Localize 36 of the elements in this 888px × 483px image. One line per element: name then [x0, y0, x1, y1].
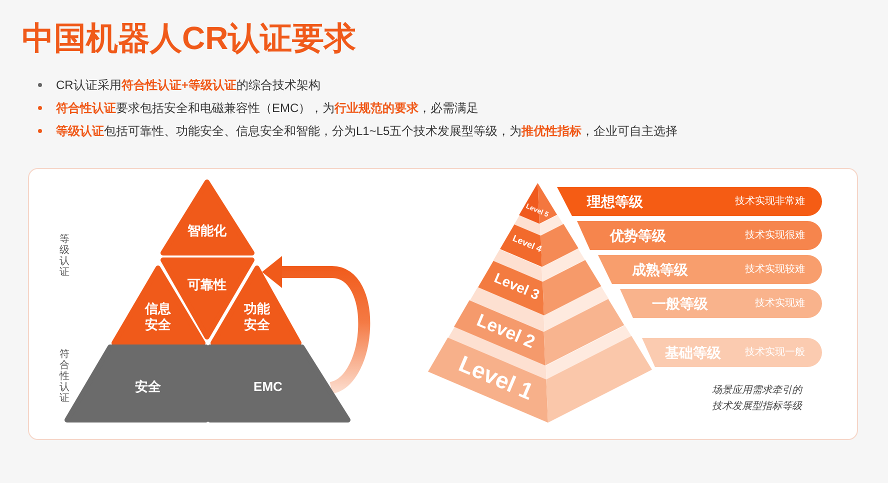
segment-label: 功能安全: [242, 300, 271, 334]
segment-label: EMC: [254, 378, 282, 396]
level-banner: [598, 255, 822, 284]
level-banner: [557, 187, 822, 216]
layer-label: Level 1: [455, 352, 536, 404]
pyramid-triangle: [160, 179, 255, 256]
segment-label: 智能化: [188, 222, 226, 240]
segment-label: 信息安全: [144, 300, 172, 334]
level-description: 技术实现较难: [745, 263, 805, 276]
bullet-text: 符合性认证要求包括安全和电磁兼容性（EMC），为行业规范的要求，必需满足: [56, 100, 479, 116]
layer-label: Level 4: [510, 234, 543, 254]
segment-label: 安全: [135, 378, 161, 396]
pyramid-layer: [478, 260, 601, 315]
slide-title: 中国机器人CR认证要求: [22, 19, 356, 58]
layer-label: Level 3: [492, 270, 542, 302]
level-description: 技术实现很难: [745, 229, 805, 242]
level-banner: [620, 289, 822, 318]
side-label: 符合性认证: [59, 349, 70, 404]
level-title: 一般等级: [652, 294, 708, 312]
segment-label: 可靠性: [188, 276, 226, 294]
side-label: 等级认证: [59, 234, 70, 278]
level-title: 理想等级: [587, 192, 643, 210]
level-description: 技术实现非常难: [735, 195, 805, 208]
bullet-text: CR认证采用符合性认证+等级认证的综合技术架构: [56, 77, 320, 93]
level-description: 技术实现一般: [745, 346, 805, 359]
pyramid-layer: [519, 183, 558, 224]
level-description: 技术实现难: [755, 297, 805, 310]
layer-label: Level 2: [474, 310, 538, 352]
level-banner: [642, 338, 822, 367]
level-title: 成熟等级: [632, 260, 688, 278]
level-banner: [577, 221, 822, 250]
level-title: 优势等级: [610, 226, 666, 244]
level-title: 基础等级: [665, 344, 721, 362]
bullet-text: 等级认证包括可靠性、功能安全、信息安全和智能，分为L1~L5五个技术发展型等级，为推优性指标，企业可自主选择: [56, 123, 678, 139]
pyramid-caption: 场景应用需求牵引的技术发展型指标等级: [712, 384, 804, 414]
pyramid-layer: [500, 224, 578, 267]
